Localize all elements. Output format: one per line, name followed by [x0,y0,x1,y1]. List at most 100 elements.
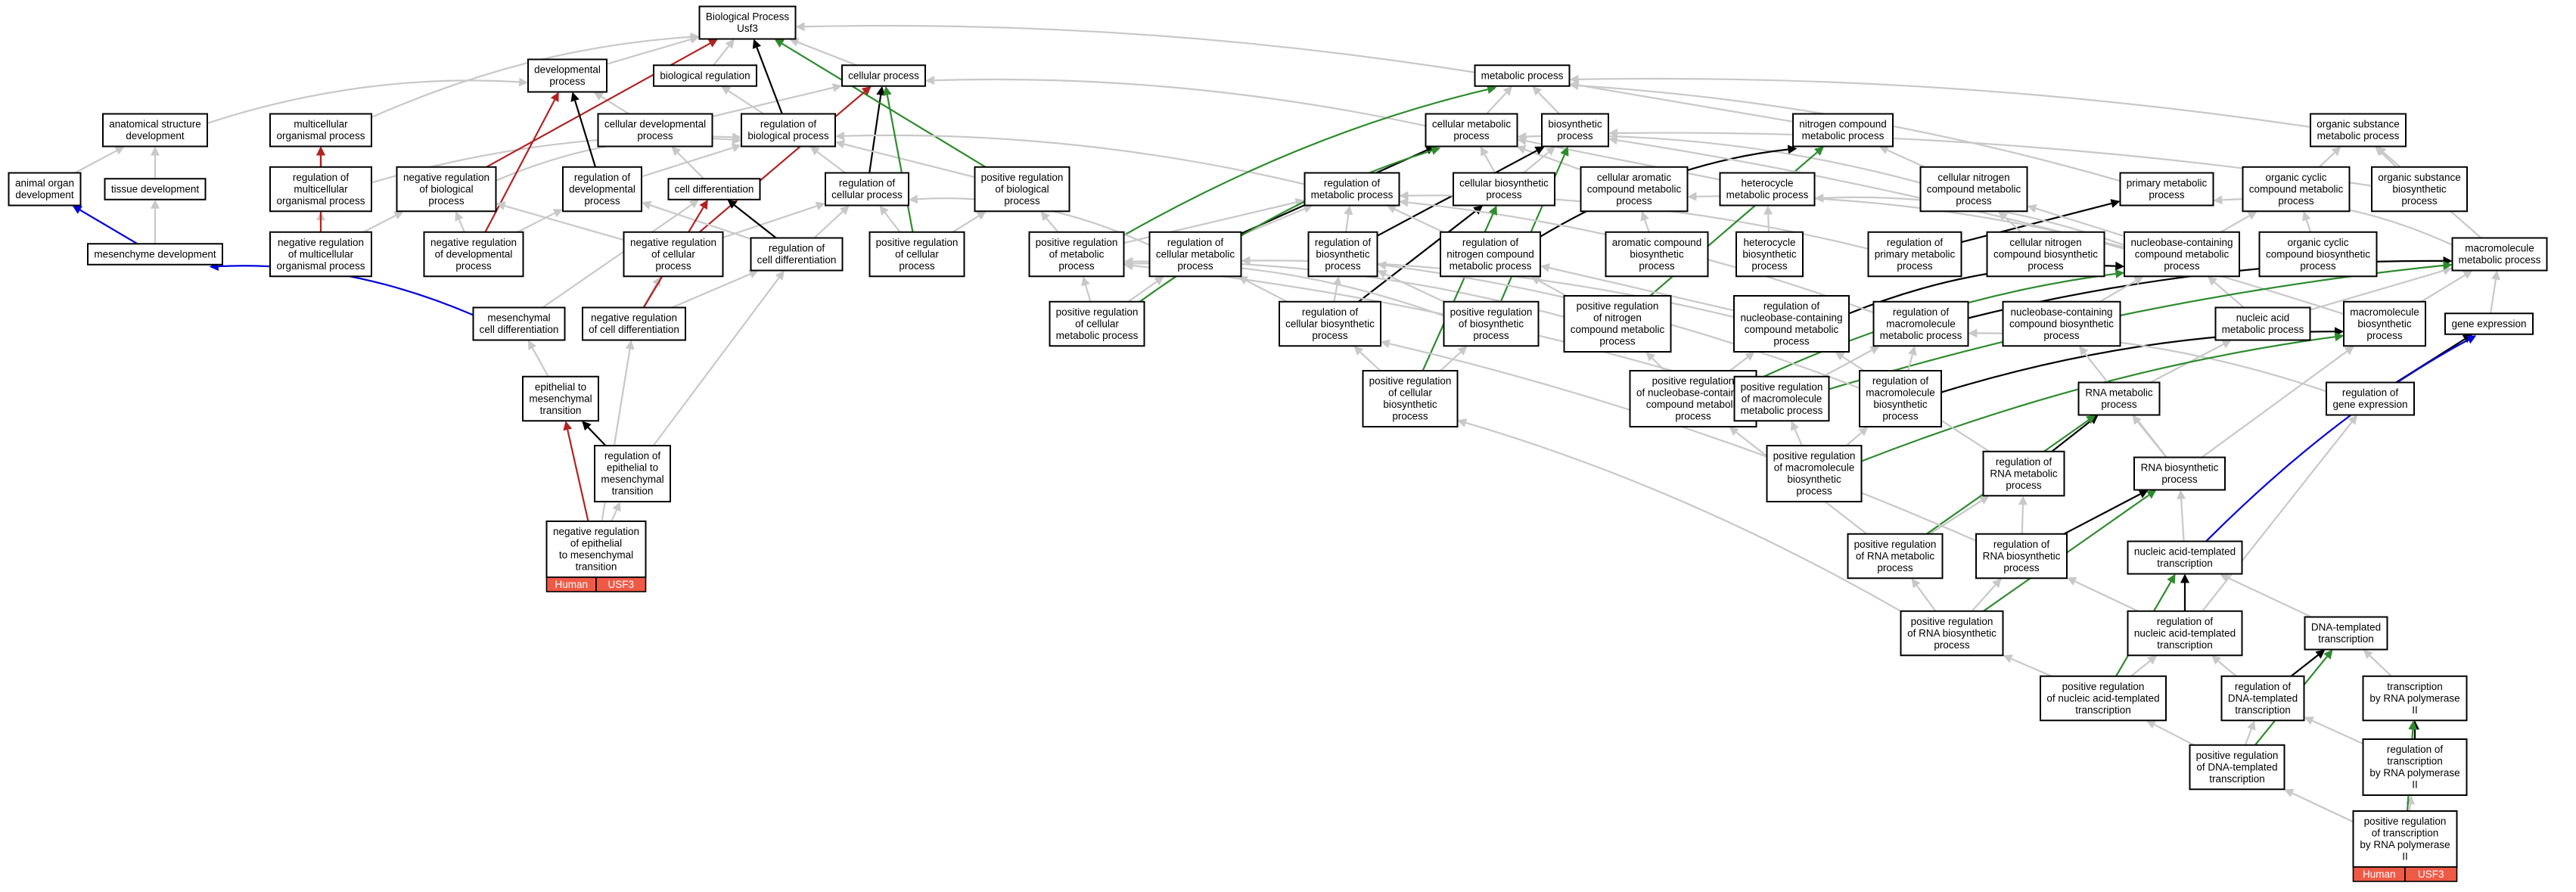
edge-is-a [1911,578,1937,612]
go-term-box [2304,616,2388,651]
go-term-label: biosynthetic [1316,248,1370,260]
go-term-node-geneexp[interactable]: gene expression [2444,312,2534,335]
go-term-node-regnucbase[interactable]: regulation ofnucleobase-containingcompou… [1733,295,1850,353]
go-term-label: regulation of [293,172,350,183]
go-term-label: of macromolecule [1774,462,1855,474]
go-term-node-tissdev[interactable]: tissue development [104,178,207,200]
edge-is-a [795,22,1475,73]
go-term-box [87,243,223,266]
go-term-label: regulation of [604,450,661,462]
go-term-node-celldiff[interactable]: cell differentiation [667,178,761,200]
go-term-node-cellproc[interactable]: cellular process [841,64,926,87]
edge-negatively-regulates [563,421,589,522]
go-term-node-bioreg[interactable]: biological regulation [653,64,757,87]
go-term-label: of cellular [651,248,695,260]
go-term-box [1580,166,1689,213]
go-term-node-metproc[interactable]: metabolic process [1474,64,1571,87]
go-term-node-mesdev[interactable]: mesenchyme development [87,243,223,266]
go-term-label: RNA metabolic [1990,468,2058,479]
edge-negatively-regulates [486,39,719,168]
go-term-node-regmacrobio[interactable]: regulation ofmacromoleculebiosyntheticpr… [1859,370,1942,427]
edge-part-of [869,85,886,173]
go-term-label: macromolecule [1866,387,1935,399]
go-term-label: process [655,260,691,272]
go-term-label: compound metabolic [1571,324,1665,335]
edge-is-a [1929,496,1990,535]
edge-is-a [1380,339,1977,542]
